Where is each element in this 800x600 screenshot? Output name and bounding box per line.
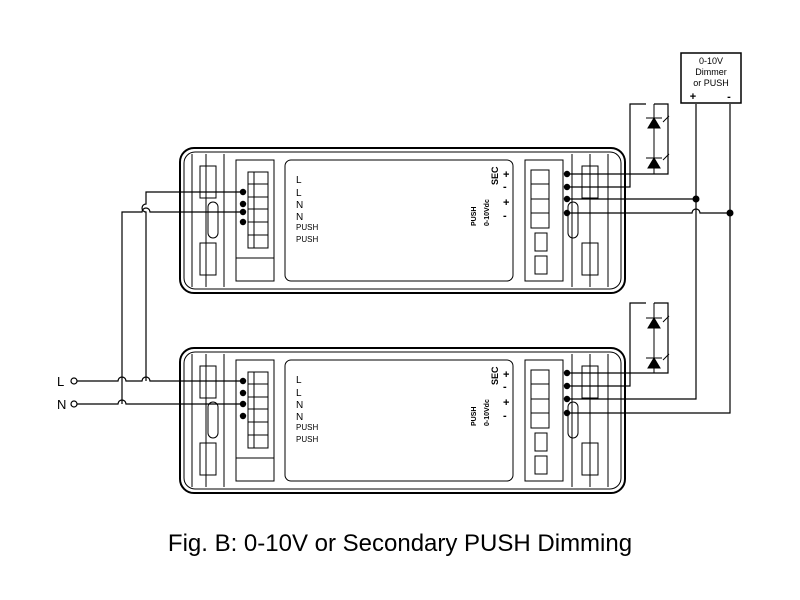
ctl-minus: - [503, 410, 507, 422]
ctl-minus: - [503, 210, 507, 222]
ctl-plus: + [503, 397, 509, 409]
terminal-label: PUSH [296, 235, 318, 244]
terminal-label: L [296, 188, 302, 199]
terminal-label: N [296, 400, 303, 411]
primary-terminal-labels-top: L L N N PUSH PUSH [296, 175, 318, 244]
sec-label: SEC [490, 366, 500, 385]
terminal-label: L [296, 175, 302, 186]
push-label: PUSH [471, 407, 478, 426]
push-label: PUSH [471, 207, 478, 226]
dimmer-minus: - [727, 91, 731, 103]
secondary-labels-top: SEC + - PUSH 0-10Vdc + - [471, 166, 509, 226]
ctl-plus: + [503, 197, 509, 209]
secondary-wiring [567, 103, 731, 414]
sec-minus: - [503, 181, 507, 193]
sec-minus: - [503, 381, 507, 393]
terminal-label: N [296, 212, 303, 223]
mains-input [70, 191, 243, 408]
vdc-label: 0-10Vdc [484, 199, 491, 226]
mains-labels: L N [57, 374, 66, 412]
sec-label: SEC [490, 166, 500, 185]
terminal-label: L [296, 375, 302, 386]
terminal-label: N [296, 200, 303, 211]
primary-terminal-labels-bottom: L L N N PUSH PUSH [296, 375, 318, 444]
sec-plus: + [503, 369, 509, 381]
dimmer-label-line2: Dimmer [695, 67, 727, 77]
terminal-label: L [296, 388, 302, 399]
secondary-labels-bottom: SEC + - PUSH 0-10Vdc + - [471, 366, 509, 426]
terminal-label: PUSH [296, 223, 318, 232]
figure-caption: Fig. B: 0-10V or Secondary PUSH Dimming [167, 530, 633, 557]
terminal-label: PUSH [296, 423, 318, 432]
terminal-label: N [296, 412, 303, 423]
led-array-bottom [646, 303, 670, 373]
dimmer-label-line1: 0-10V [699, 56, 723, 66]
dimmer-label-line3: or PUSH [693, 78, 729, 88]
sec-plus: + [503, 169, 509, 181]
dimmer-box: 0-10V Dimmer or PUSH + - [680, 52, 742, 104]
mains-l-label: L [57, 374, 64, 389]
led-driver-top [179, 147, 626, 294]
dimmer-plus: + [690, 91, 696, 103]
mains-n-label: N [57, 397, 66, 412]
terminal-label: PUSH [296, 435, 318, 444]
led-driver-bottom [179, 347, 626, 494]
vdc-label: 0-10Vdc [484, 399, 491, 426]
led-array-top [646, 104, 670, 174]
